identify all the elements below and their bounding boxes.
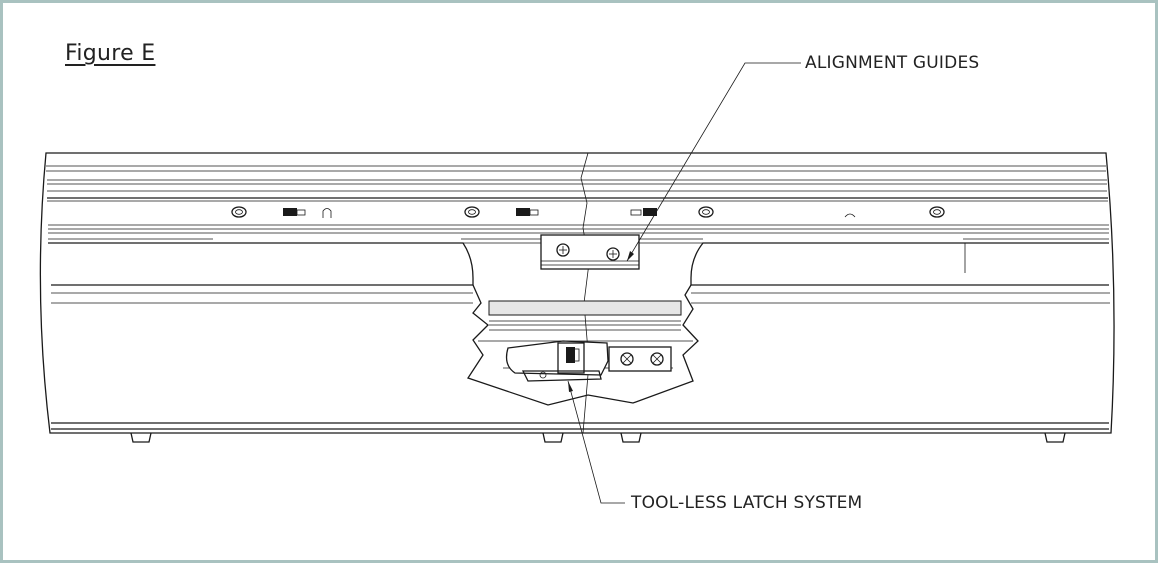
housing-outline xyxy=(39,152,1115,434)
leader-alignment-guides xyxy=(626,62,801,262)
side-panels xyxy=(48,242,1110,304)
feet xyxy=(130,432,1066,443)
latch-mechanism xyxy=(505,340,672,382)
track-clips xyxy=(283,208,657,216)
figure-title: Figure E xyxy=(65,41,156,66)
callout-alignment-guides: ALIGNMENT GUIDES xyxy=(805,53,980,73)
leader-latch-system xyxy=(567,380,625,504)
callout-tool-less-latch-system: TOOL-LESS LATCH SYSTEM xyxy=(631,493,863,513)
center-cutout xyxy=(466,284,699,406)
track-screws xyxy=(231,206,945,218)
technical-drawing xyxy=(39,62,1115,504)
top-track xyxy=(46,165,1109,244)
alignment-guide-bracket xyxy=(540,234,640,270)
